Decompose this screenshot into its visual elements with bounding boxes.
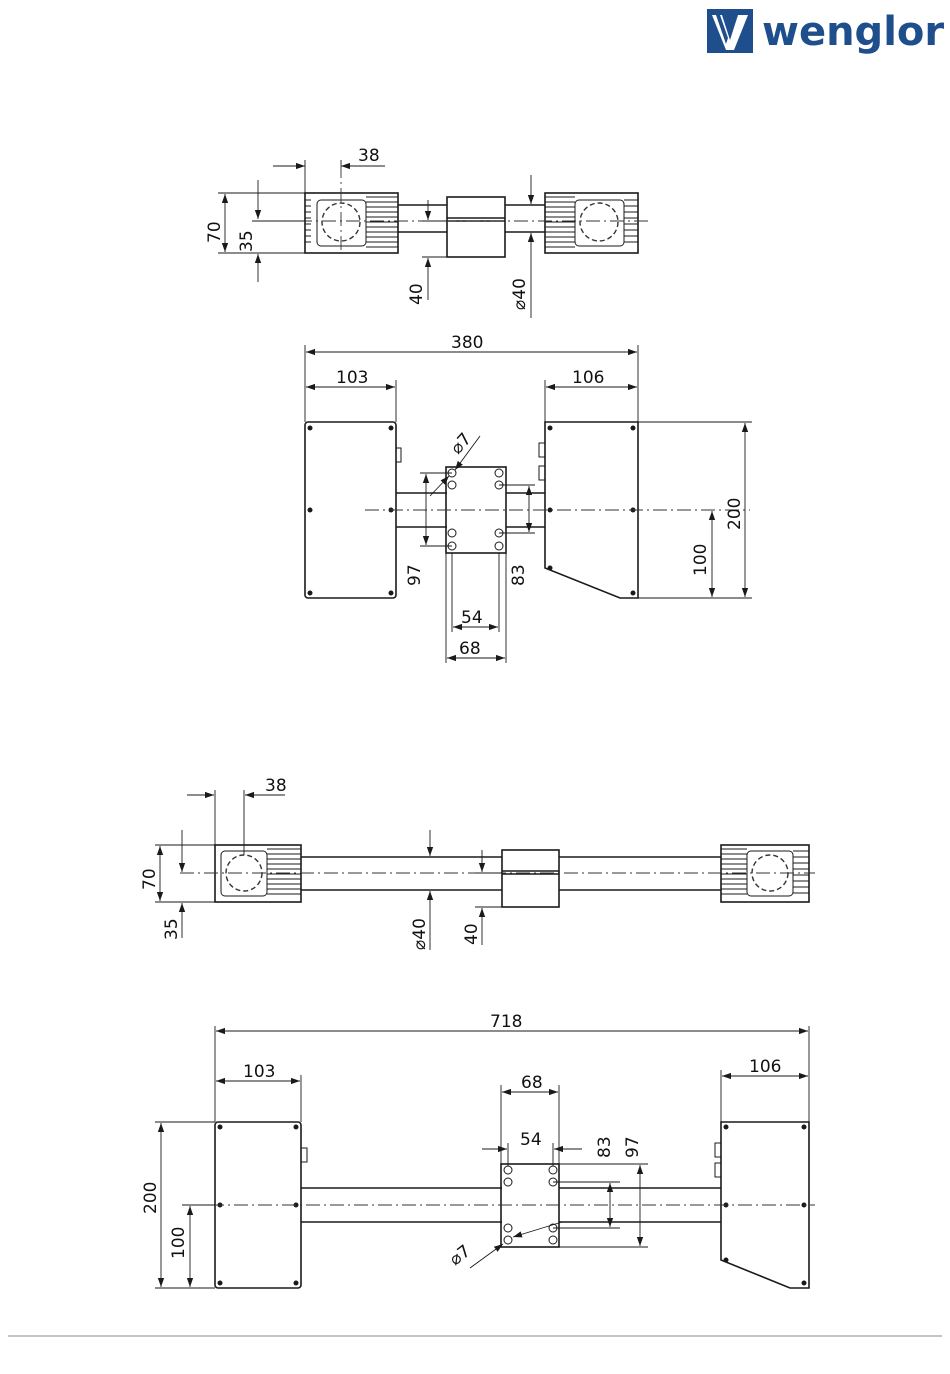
view2-front: 718 103 106 68 54 83 97 bbox=[141, 1012, 815, 1288]
svg-text:40: 40 bbox=[462, 923, 482, 945]
svg-text:100: 100 bbox=[169, 1227, 189, 1259]
svg-text:54: 54 bbox=[520, 1130, 542, 1150]
svg-text:106: 106 bbox=[572, 368, 604, 388]
svg-text:718: 718 bbox=[490, 1012, 522, 1032]
svg-text:⌀7: ⌀7 bbox=[447, 429, 476, 458]
wenglor-logo: wenglor bbox=[707, 9, 944, 55]
svg-text:103: 103 bbox=[336, 368, 368, 388]
svg-text:38: 38 bbox=[265, 776, 287, 796]
svg-text:54: 54 bbox=[461, 608, 483, 628]
svg-text:35: 35 bbox=[237, 230, 257, 252]
svg-text:⌀40: ⌀40 bbox=[410, 918, 430, 950]
svg-text:68: 68 bbox=[521, 1073, 543, 1093]
svg-text:83: 83 bbox=[595, 1136, 615, 1158]
svg-text:200: 200 bbox=[141, 1182, 161, 1214]
svg-text:40: 40 bbox=[407, 283, 427, 305]
svg-text:100: 100 bbox=[691, 544, 711, 576]
view1-front: 380 103 106 ⌀7 200 100 97 83 bbox=[305, 333, 752, 663]
logo-wordmark: wenglor bbox=[762, 9, 944, 55]
svg-text:97: 97 bbox=[623, 1136, 643, 1158]
svg-text:103: 103 bbox=[243, 1062, 275, 1082]
svg-text:200: 200 bbox=[725, 498, 745, 530]
svg-text:⌀7: ⌀7 bbox=[446, 1241, 475, 1270]
svg-text:106: 106 bbox=[749, 1057, 781, 1077]
view2-top: 38 70 35 ⌀40 40 bbox=[140, 776, 815, 950]
svg-text:35: 35 bbox=[162, 918, 182, 940]
svg-text:68: 68 bbox=[459, 639, 481, 659]
view1-top: 38 70 35 40 ⌀40 bbox=[205, 146, 650, 318]
svg-text:38: 38 bbox=[358, 146, 380, 166]
svg-text:380: 380 bbox=[451, 333, 483, 353]
svg-text:70: 70 bbox=[140, 868, 160, 890]
svg-text:83: 83 bbox=[509, 564, 529, 586]
svg-text:97: 97 bbox=[405, 564, 425, 586]
svg-text:70: 70 bbox=[205, 221, 225, 243]
svg-text:⌀40: ⌀40 bbox=[510, 278, 530, 310]
